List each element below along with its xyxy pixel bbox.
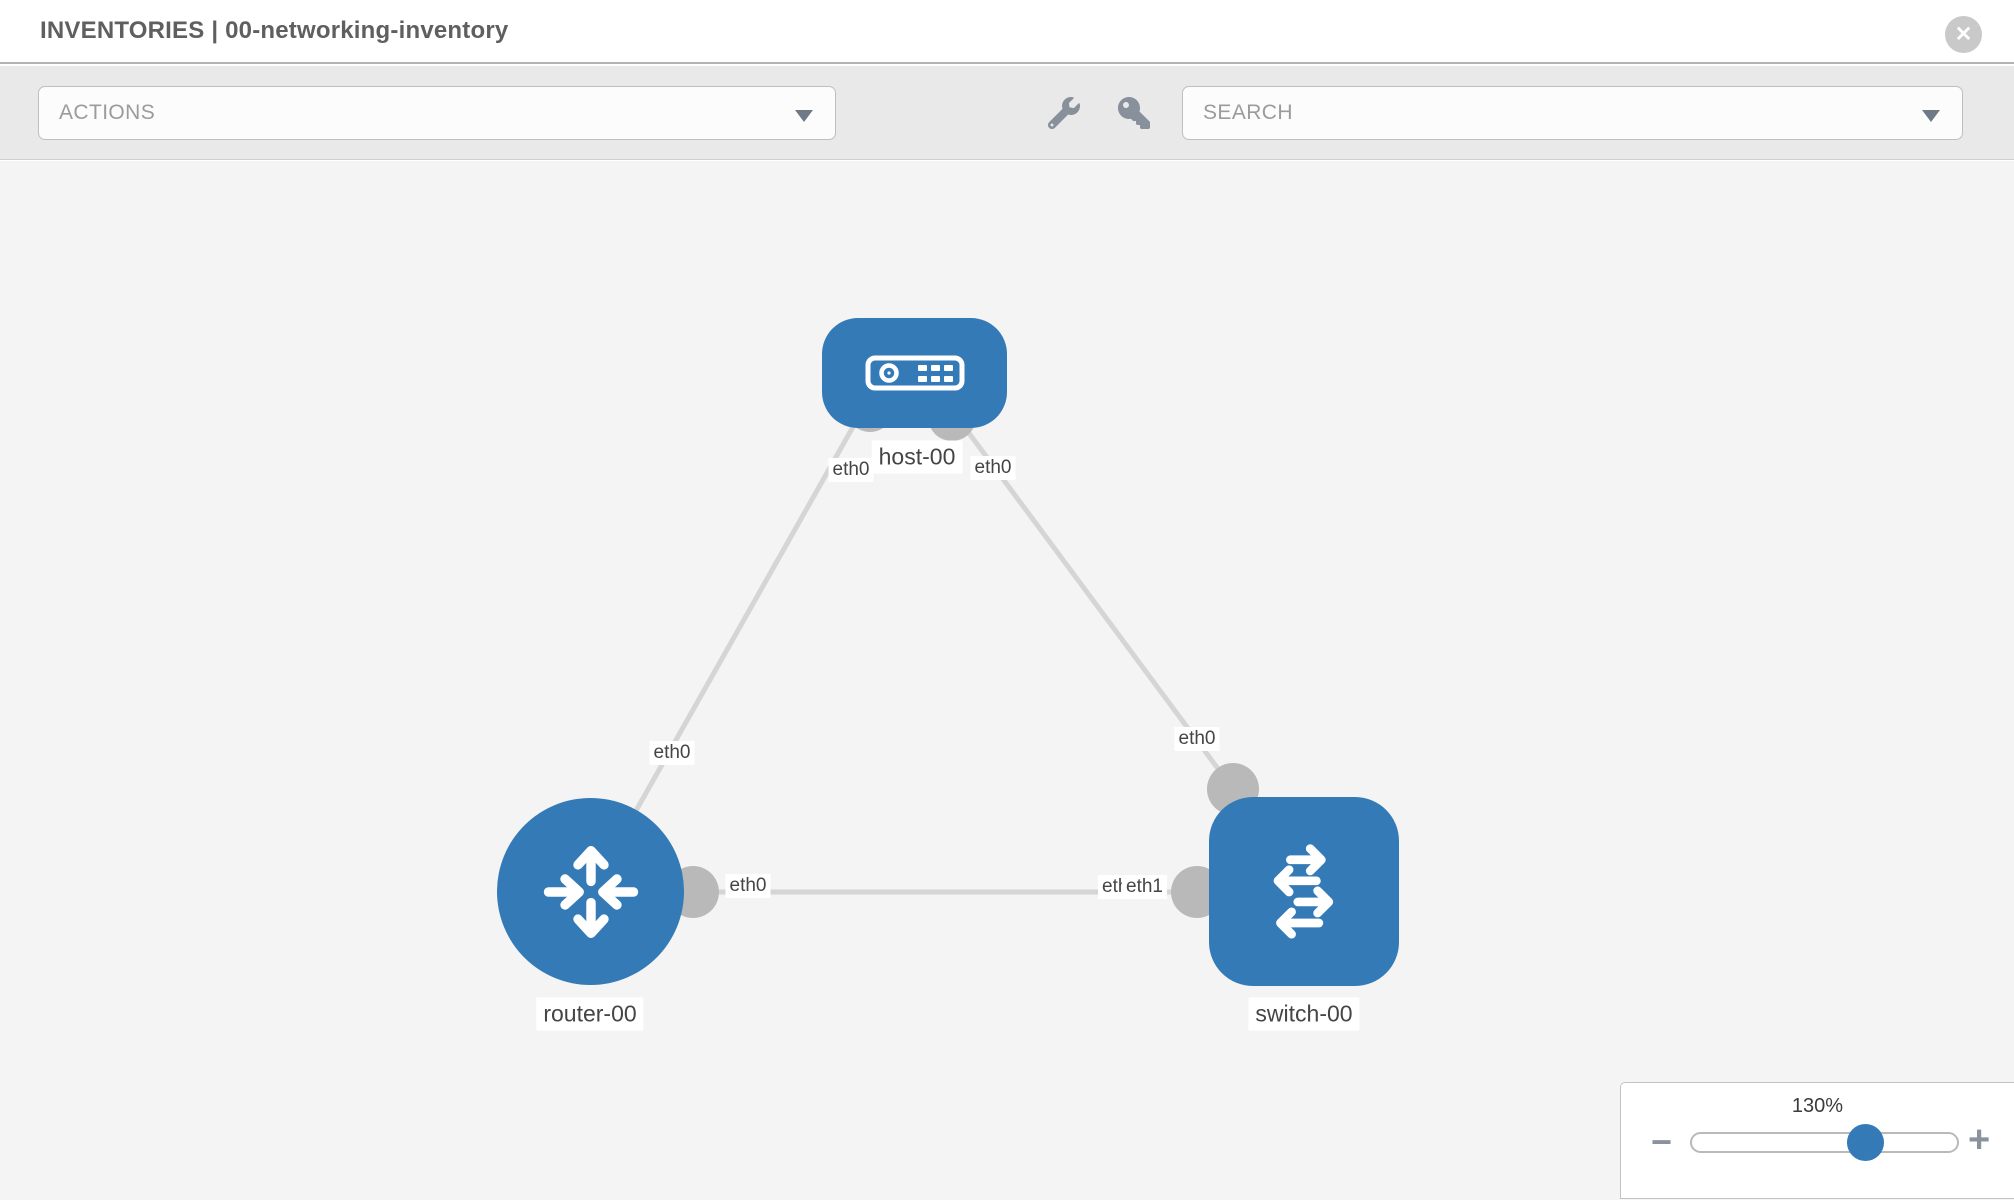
wrench-icon[interactable]	[1047, 97, 1080, 130]
zoom-in-button[interactable]: +	[1968, 1119, 1991, 1161]
header: INVENTORIES | 00-networking-inventory ✕	[0, 0, 2014, 64]
switch-icon	[1273, 843, 1334, 938]
node-host-00[interactable]	[822, 318, 1007, 428]
wrench-glyph	[1047, 97, 1080, 130]
chevron-down-icon	[795, 110, 813, 122]
node-label-router-00: router-00	[536, 997, 644, 1031]
router-icon	[543, 845, 638, 938]
port-label-router-eth0-up: eth0	[649, 741, 695, 765]
search-dropdown[interactable]: SEARCH	[1182, 86, 1963, 140]
zoom-slider-thumb[interactable]	[1847, 1124, 1884, 1161]
port-label-router-eth0-h: eth0	[725, 874, 771, 898]
node-router-00[interactable]	[497, 798, 684, 985]
node-switch-00[interactable]	[1209, 797, 1399, 986]
topology-canvas[interactable]: eth0 host-00 eth0 eth0 eth0 eth0 eth0 et…	[0, 161, 2014, 1200]
key-glyph	[1118, 97, 1150, 129]
port-label-switch-eth1: eth1	[1122, 875, 1167, 899]
port-label-host-eth0-right: eth0	[970, 456, 1016, 480]
actions-dropdown[interactable]: ACTIONS	[38, 86, 836, 140]
page-title: INVENTORIES | 00-networking-inventory	[40, 17, 509, 44]
zoom-slider-track[interactable]	[1690, 1124, 1959, 1161]
chevron-down-icon	[1922, 110, 1940, 122]
port-label-switch-eth0-up: eth0	[1174, 727, 1220, 751]
port-label-host-eth0-left: eth0	[828, 458, 874, 482]
links-layer	[587, 384, 1259, 918]
key-icon[interactable]	[1118, 97, 1150, 129]
search-dropdown-label: SEARCH	[1203, 101, 1293, 124]
node-label-switch-00: switch-00	[1248, 997, 1360, 1031]
close-button[interactable]: ✕	[1945, 16, 1982, 53]
close-icon: ✕	[1954, 23, 1973, 46]
toolbar: ACTIONS SEARCH	[0, 66, 2014, 160]
host-device-icon	[865, 355, 964, 391]
zoom-level: 130%	[1791, 1095, 1844, 1117]
actions-dropdown-label: ACTIONS	[59, 101, 156, 124]
zoom-panel: 130% − +	[1620, 1082, 2014, 1199]
node-label-host-00: host-00	[871, 440, 963, 474]
zoom-out-button[interactable]: −	[1651, 1121, 1673, 1162]
